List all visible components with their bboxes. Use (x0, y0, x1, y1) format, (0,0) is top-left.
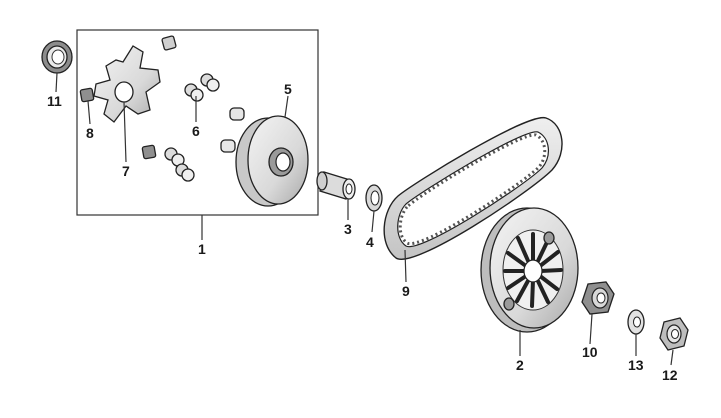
callout-10: 10 (582, 344, 598, 360)
callout-8: 8 (86, 125, 94, 141)
roller-weights-part-6 (164, 73, 245, 182)
driven-pulley-part-2 (480, 207, 579, 333)
washer-part-4 (365, 184, 383, 212)
callout-12: 12 (662, 367, 678, 383)
callout-1: 1 (198, 241, 206, 257)
drive-face-part-5 (235, 115, 309, 207)
callout-13: 13 (628, 357, 644, 373)
washer-part-13 (627, 309, 645, 335)
slider-piece-part-8 (79, 35, 177, 160)
assembly-box (76, 29, 319, 216)
callout-6: 6 (192, 123, 200, 139)
clutch-nut-part-10 (581, 281, 615, 315)
drive-belt-part-9 (383, 117, 563, 260)
callout-2: 2 (516, 357, 524, 373)
leader-lines (55, 72, 674, 366)
oil-seal-part-11 (41, 40, 73, 74)
callout-5: 5 (284, 81, 292, 97)
callout-7: 7 (122, 163, 130, 179)
collar-part-3 (316, 171, 356, 200)
flange-nut-part-12 (659, 317, 689, 351)
ramp-plate-part-7 (93, 45, 161, 123)
callout-11: 11 (47, 93, 62, 109)
callout-labels: 1 2 3 4 5 6 7 8 9 10 11 12 13 (47, 81, 678, 383)
callout-9: 9 (402, 283, 410, 299)
callout-3: 3 (344, 221, 352, 237)
callout-4: 4 (366, 234, 374, 250)
